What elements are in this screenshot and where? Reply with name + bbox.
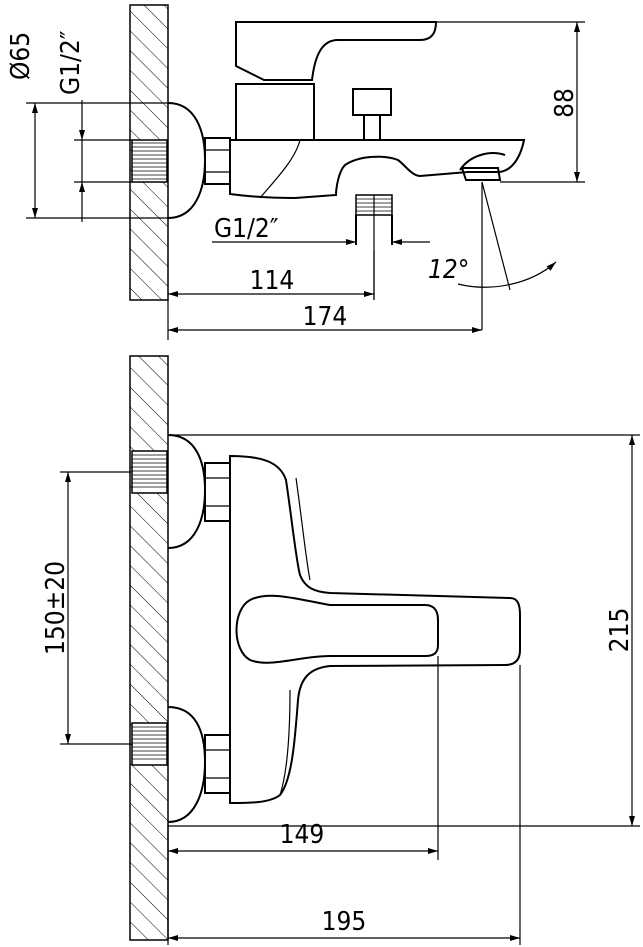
dim-length-174: 174 — [303, 302, 348, 332]
dim-length-195: 195 — [322, 907, 367, 937]
hex-nut-upper — [204, 462, 231, 522]
lever-handle-side — [235, 21, 438, 141]
escutcheon-top — [167, 102, 207, 219]
dim-width-215: 215 — [605, 608, 635, 653]
escutcheon-lower — [167, 706, 207, 823]
escutcheon-upper — [167, 434, 207, 549]
hex-nut-top — [204, 137, 231, 185]
dim-thread-side: G1/2″ — [56, 30, 86, 95]
dim-height-88: 88 — [550, 88, 580, 118]
dim-spacing-150: 150±20 — [41, 561, 71, 655]
plan-view: 150±20 215 149 195 — [41, 355, 640, 945]
body-and-spout-side — [229, 139, 526, 200]
wall-thread-upper — [131, 450, 168, 494]
dim-thread-bottom: G1/2″ — [214, 214, 279, 244]
dim-length-114: 114 — [250, 266, 295, 296]
side-view: Ø65 G1/2″ 88 G1/2″ 12° 114 174 — [6, 4, 585, 340]
dim-angle-12: 12° — [428, 255, 469, 285]
dim-length-149: 149 — [280, 820, 325, 850]
hex-nut-lower — [204, 734, 231, 794]
wall-thread-lower — [131, 722, 168, 766]
wall-section-bottom — [129, 355, 169, 941]
diverter-knob — [352, 88, 392, 141]
lever-handle-plan — [235, 594, 439, 664]
body-plan — [229, 454, 521, 805]
wall-thread-top — [131, 139, 168, 183]
dim-diameter-65: Ø65 — [6, 32, 36, 80]
